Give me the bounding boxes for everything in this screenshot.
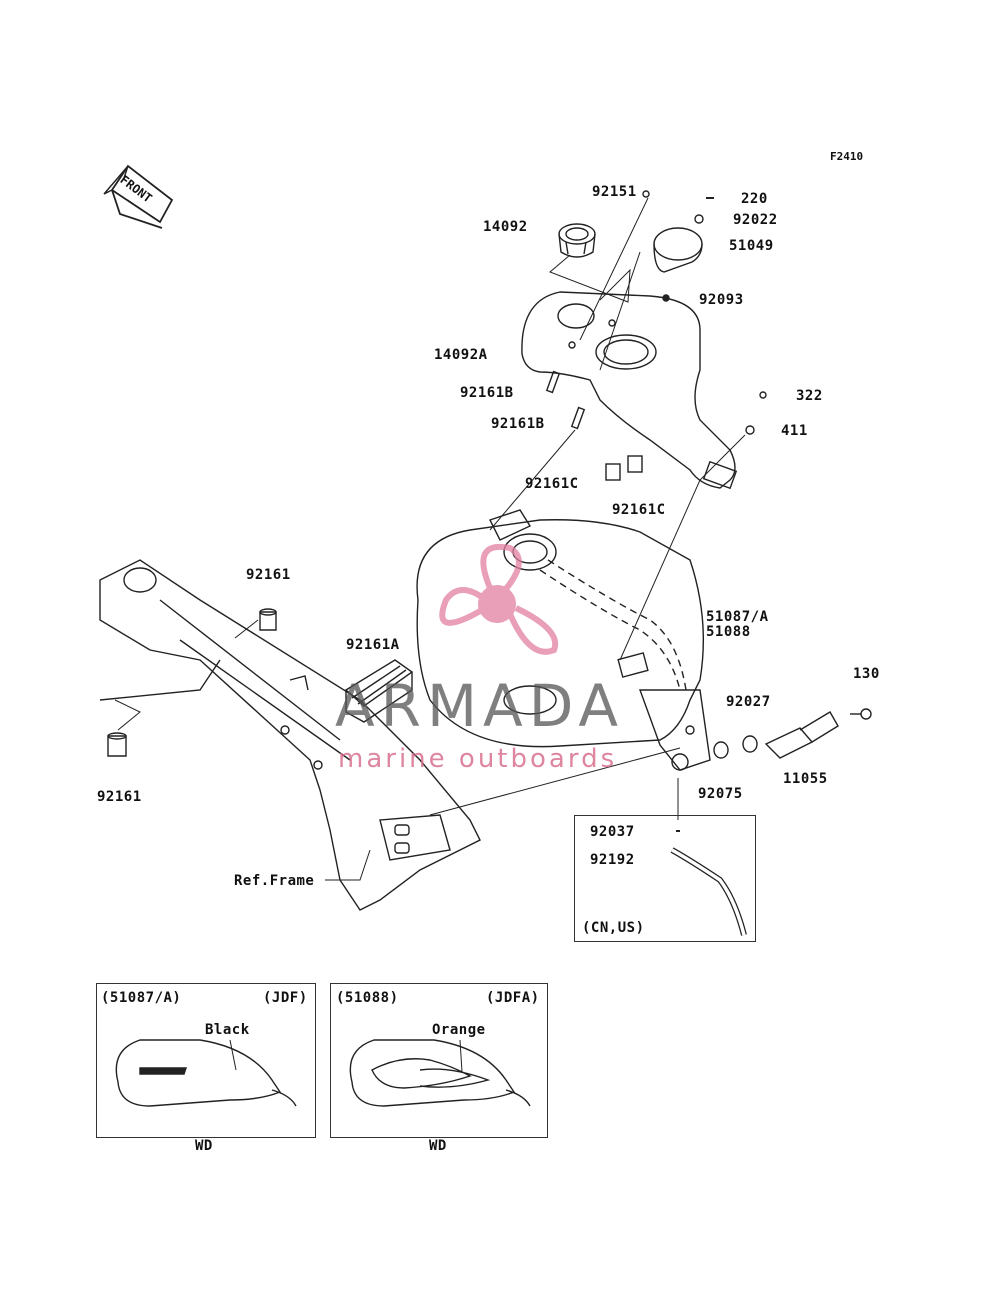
label-92022: 92022 [733, 212, 778, 228]
fuel-cap-icon [558, 223, 596, 258]
label-92027: 92027 [726, 694, 771, 710]
breather-hose-icon [670, 778, 747, 936]
label-92161b-2: 92161B [491, 416, 545, 432]
variant-box-orange [330, 983, 548, 1138]
variant-code-black: (JDF) [263, 990, 308, 1006]
label-411: 411 [781, 423, 808, 439]
pin-92161b-icon [545, 370, 561, 394]
rubber-92161-icon [107, 608, 277, 757]
variant-market-black: WD [195, 1138, 213, 1154]
region-note: (CN,US) [582, 920, 645, 936]
variant-tank-orange-icon [349, 1039, 531, 1107]
label-51049: 51049 [729, 238, 774, 254]
nut-92022-icon [694, 214, 704, 224]
diagram-code: F2410 [830, 150, 864, 163]
fuel-cock-icon [713, 708, 872, 759]
label-92037: 92037 [590, 824, 635, 840]
label-92151: 92151 [592, 184, 637, 200]
variant-part-orange: (51088) [336, 990, 399, 1006]
bolt-92151-icon [642, 190, 650, 198]
label-92093: 92093 [699, 292, 744, 308]
variant-color-black: Black [205, 1022, 250, 1038]
variant-code-orange: (JDFA) [486, 990, 540, 1006]
fuel-tank-icon [416, 509, 711, 771]
label-51088: 51088 [706, 624, 751, 640]
label-130: 130 [853, 666, 880, 682]
variant-color-orange: Orange [432, 1022, 486, 1038]
label-92161-bottom: 92161 [97, 789, 142, 805]
label-14092a: 14092A [434, 347, 488, 363]
label-51087a: 51087/A [706, 609, 769, 625]
label-14092: 14092 [483, 219, 528, 235]
label-92161b-1: 92161B [460, 385, 514, 401]
label-92161-top: 92161 [246, 567, 291, 583]
variant-part-black: (51087/A) [101, 990, 182, 1006]
label-92161c-1: 92161C [525, 476, 579, 492]
label-220: 220 [741, 191, 768, 207]
variant-tank-black-icon [115, 1039, 297, 1107]
label-322: 322 [796, 388, 823, 404]
variant-market-orange: WD [429, 1138, 447, 1154]
bolt-322-icon [759, 391, 767, 399]
watermark-logo-icon [439, 543, 559, 655]
rubber-pad-icon [344, 659, 414, 723]
frame-icon [99, 559, 481, 911]
variant-box-black [96, 983, 316, 1138]
label-92161a: 92161A [346, 637, 400, 653]
label-92075: 92075 [698, 786, 743, 802]
damper-92161c-icon [605, 463, 621, 481]
watermark-title: ARMADA [335, 672, 625, 740]
watermark-subtitle: marine outboards [338, 744, 618, 774]
breather-hose-box [574, 815, 756, 942]
front-arrow-icon [103, 164, 174, 229]
tank-cover-icon [521, 291, 738, 490]
label-92192: 92192 [590, 852, 635, 868]
emblem-plate-icon [653, 227, 703, 273]
label-11055: 11055 [783, 771, 828, 787]
washer-411-icon [745, 425, 755, 435]
label-ref-frame: Ref.Frame [234, 873, 315, 889]
label-92161c-2: 92161C [612, 502, 666, 518]
